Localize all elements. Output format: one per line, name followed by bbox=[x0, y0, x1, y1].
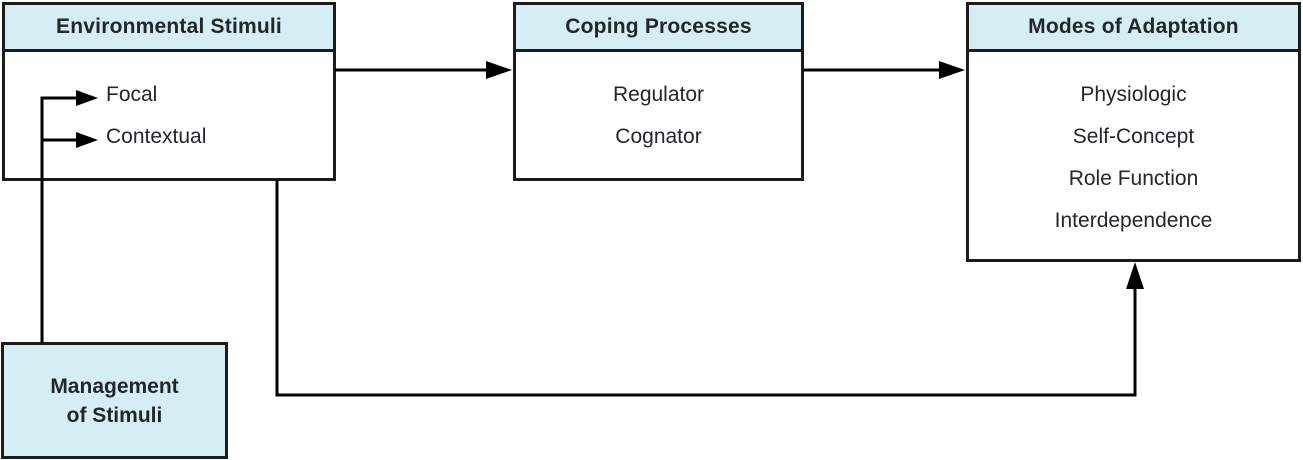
modes-of-adaptation-title: Modes of Adaptation bbox=[1028, 15, 1239, 38]
management-title-line-1: Management bbox=[50, 374, 179, 398]
modes-of-adaptation-box: Modes of Adaptation Physiologic Self-Con… bbox=[966, 2, 1301, 262]
coping-processes-title: Coping Processes bbox=[565, 15, 752, 38]
list-item-physiologic: Physiologic bbox=[1080, 83, 1187, 106]
environmental-stimuli-body: Focal Contextual bbox=[5, 52, 333, 158]
arrow-coping-to-modes bbox=[803, 61, 965, 79]
list-item-interdependence: Interdependence bbox=[1054, 209, 1213, 232]
list-item-focal: Focal bbox=[106, 83, 158, 106]
coping-processes-box: Coping Processes Regulator Cognator bbox=[513, 2, 804, 181]
coping-processes-body: Regulator Cognator bbox=[516, 52, 801, 158]
environmental-stimuli-box: Environmental Stimuli Focal Contextual bbox=[2, 2, 336, 181]
management-of-stimuli-box: Management of Stimuli bbox=[1, 342, 228, 459]
modes-of-adaptation-header: Modes of Adaptation bbox=[969, 5, 1298, 52]
modes-of-adaptation-body: Physiologic Self-Concept Role Function I… bbox=[969, 52, 1298, 242]
list-item-contextual: Contextual bbox=[106, 125, 207, 148]
environmental-stimuli-header: Environmental Stimuli bbox=[5, 5, 333, 52]
arrow-environmental-to-coping bbox=[335, 61, 512, 79]
coping-processes-header: Coping Processes bbox=[516, 5, 801, 52]
list-item-self-concept: Self-Concept bbox=[1072, 125, 1195, 148]
management-title-line-2: of Stimuli bbox=[66, 403, 163, 427]
environmental-stimuli-title: Environmental Stimuli bbox=[56, 15, 282, 38]
list-item-regulator: Regulator bbox=[612, 83, 705, 106]
list-item-cognator: Cognator bbox=[615, 125, 702, 148]
list-item-role-function: Role Function bbox=[1068, 167, 1199, 190]
